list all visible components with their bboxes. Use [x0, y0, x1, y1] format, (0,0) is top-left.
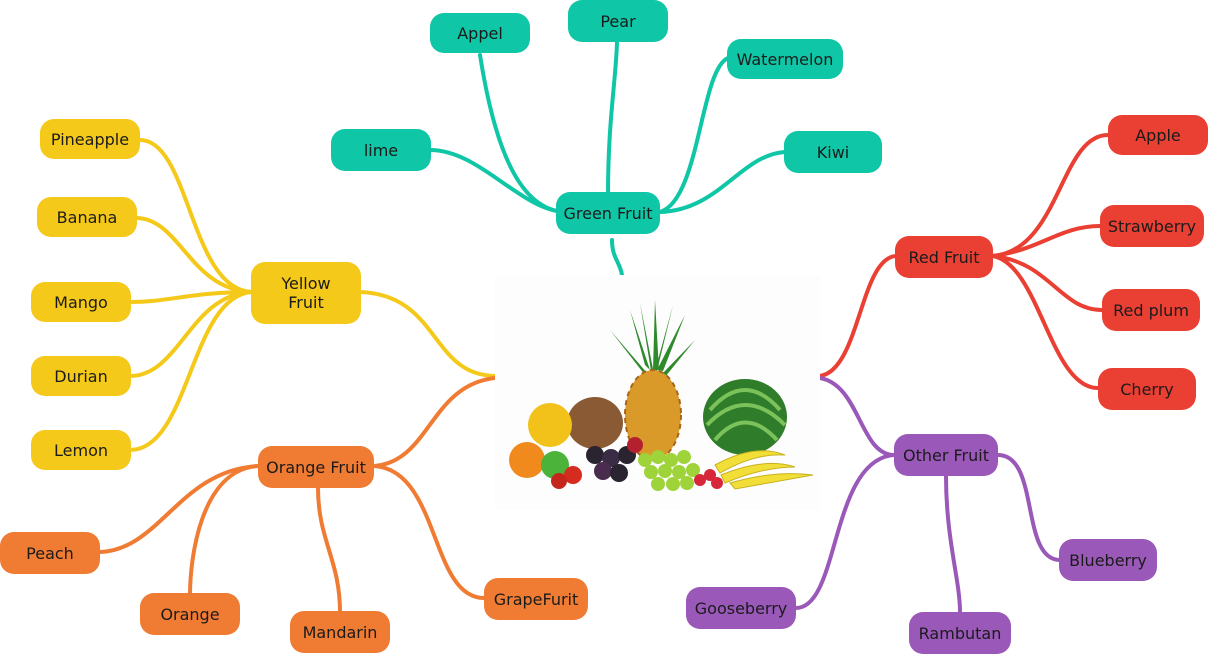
leaf-durian[interactable]: Durian [31, 356, 131, 396]
branch-label: Red Fruit [908, 247, 980, 267]
leaf-label: Banana [56, 207, 118, 227]
leaf-label: Rambutan [918, 623, 1002, 643]
branch-label: Green Fruit [563, 203, 653, 223]
leaf-strawberry[interactable]: Strawberry [1100, 205, 1204, 247]
leaf-cherry[interactable]: Cherry [1098, 368, 1196, 410]
connector-green-appel [478, 53, 567, 214]
connector-red-apple [991, 133, 1110, 258]
leaf-label: Durian [54, 366, 108, 386]
connector-yellow-banana [134, 216, 254, 294]
connector-center-yellow [358, 290, 497, 378]
coconut-icon [567, 397, 623, 449]
leaf-label: Kiwi [816, 142, 850, 162]
leaf-red-plum[interactable]: Red plum [1102, 289, 1200, 331]
connector-center-other [818, 376, 896, 457]
orange-icon [509, 442, 545, 478]
leaf-label: Pear [600, 11, 636, 31]
leaf-label: Mandarin [302, 622, 378, 642]
leaf-label: Red plum [1113, 300, 1189, 320]
leaf-kiwi[interactable]: Kiwi [784, 131, 882, 173]
connector-orange-peach [98, 464, 260, 554]
orange-connectors [98, 376, 497, 614]
leaf-pear[interactable]: Pear [568, 0, 668, 42]
leaf-blueberry[interactable]: Blueberry [1059, 539, 1157, 581]
leaf-lime[interactable]: lime [331, 129, 431, 171]
leaf-peach[interactable]: Peach [0, 532, 100, 574]
connector-yellow-mango [128, 290, 254, 304]
connector-center-red [818, 254, 898, 378]
yellow-connectors [128, 138, 497, 452]
leaf-watermelon[interactable]: Watermelon [727, 39, 843, 79]
green-connectors [428, 40, 787, 277]
leaf-orange[interactable]: Orange [140, 593, 240, 635]
leaf-label: Mango [54, 292, 108, 312]
leaf-grapefurit[interactable]: GrapeFurit [484, 578, 588, 620]
leaf-mandarin[interactable]: Mandarin [290, 611, 390, 653]
branch-label: Yellow Fruit [281, 274, 331, 312]
leaf-mango[interactable]: Mango [31, 282, 131, 322]
connector-yellow-durian [128, 290, 254, 378]
lime-icon [541, 451, 569, 479]
connector-green-pear [606, 40, 619, 197]
connector-red-cherry [991, 254, 1100, 390]
leaf-label: GrapeFurit [493, 589, 579, 609]
leaf-label: Pineapple [50, 129, 130, 149]
red-connectors [818, 133, 1110, 390]
leaf-pineapple[interactable]: Pineapple [40, 119, 140, 159]
pineapple-icon [610, 300, 695, 461]
fruit-assortment-illustration [509, 300, 814, 491]
connector-orange-orange [188, 464, 260, 597]
leaf-apple[interactable]: Apple [1108, 115, 1208, 155]
other-connectors [794, 376, 1062, 614]
connector-orange-mandarin [316, 486, 342, 614]
branch-red-fruit[interactable]: Red Fruit [895, 236, 993, 278]
branch-orange-fruit[interactable]: Orange Fruit [258, 446, 374, 488]
leaf-label: Lemon [54, 440, 108, 460]
lemon-icon [528, 403, 572, 447]
connector-other-blueberry [996, 453, 1062, 562]
connector-yellow-lemon [128, 290, 254, 452]
grapes-icon [638, 450, 700, 491]
banana-icon [714, 450, 814, 490]
leaf-label: lime [363, 140, 399, 160]
connector-green-kiwi [658, 150, 787, 214]
connector-center-orange [372, 376, 497, 468]
connector-center-green [610, 238, 624, 277]
leaf-label: Watermelon [736, 49, 834, 69]
leaf-lemon[interactable]: Lemon [31, 430, 131, 470]
leaf-label: Appel [457, 23, 503, 43]
connector-green-watermelon [658, 56, 730, 214]
cherries-icon [694, 469, 723, 489]
connector-green-lime [428, 148, 567, 214]
leaf-label: Apple [1135, 125, 1181, 145]
berries-icon [551, 437, 643, 489]
branch-label: Other Fruit [903, 445, 989, 465]
watermelon-icon [703, 379, 787, 455]
leaf-gooseberry[interactable]: Gooseberry [686, 587, 796, 629]
leaf-appel[interactable]: Appel [430, 13, 530, 53]
connector-other-rambutan [944, 474, 962, 614]
leaf-rambutan[interactable]: Rambutan [909, 612, 1011, 654]
connector-other-gooseberry [794, 453, 896, 610]
leaf-label: Strawberry [1107, 216, 1197, 236]
leaf-label: Blueberry [1069, 550, 1147, 570]
connector-red-redplum [991, 254, 1104, 312]
leaf-label: Peach [26, 543, 74, 563]
leaf-label: Cherry [1120, 379, 1174, 399]
connector-red-strawberry [991, 224, 1102, 258]
connector-orange-grapefurit [372, 464, 486, 600]
branch-label: Orange Fruit [266, 457, 366, 477]
leaf-banana[interactable]: Banana [37, 197, 137, 237]
branch-green-fruit[interactable]: Green Fruit [556, 192, 660, 234]
branch-yellow-fruit[interactable]: Yellow Fruit [251, 262, 361, 324]
leaf-label: Orange [160, 604, 220, 624]
connector-yellow-pineapple [138, 138, 254, 294]
leaf-label: Gooseberry [694, 598, 788, 618]
branch-other-fruit[interactable]: Other Fruit [894, 434, 998, 476]
